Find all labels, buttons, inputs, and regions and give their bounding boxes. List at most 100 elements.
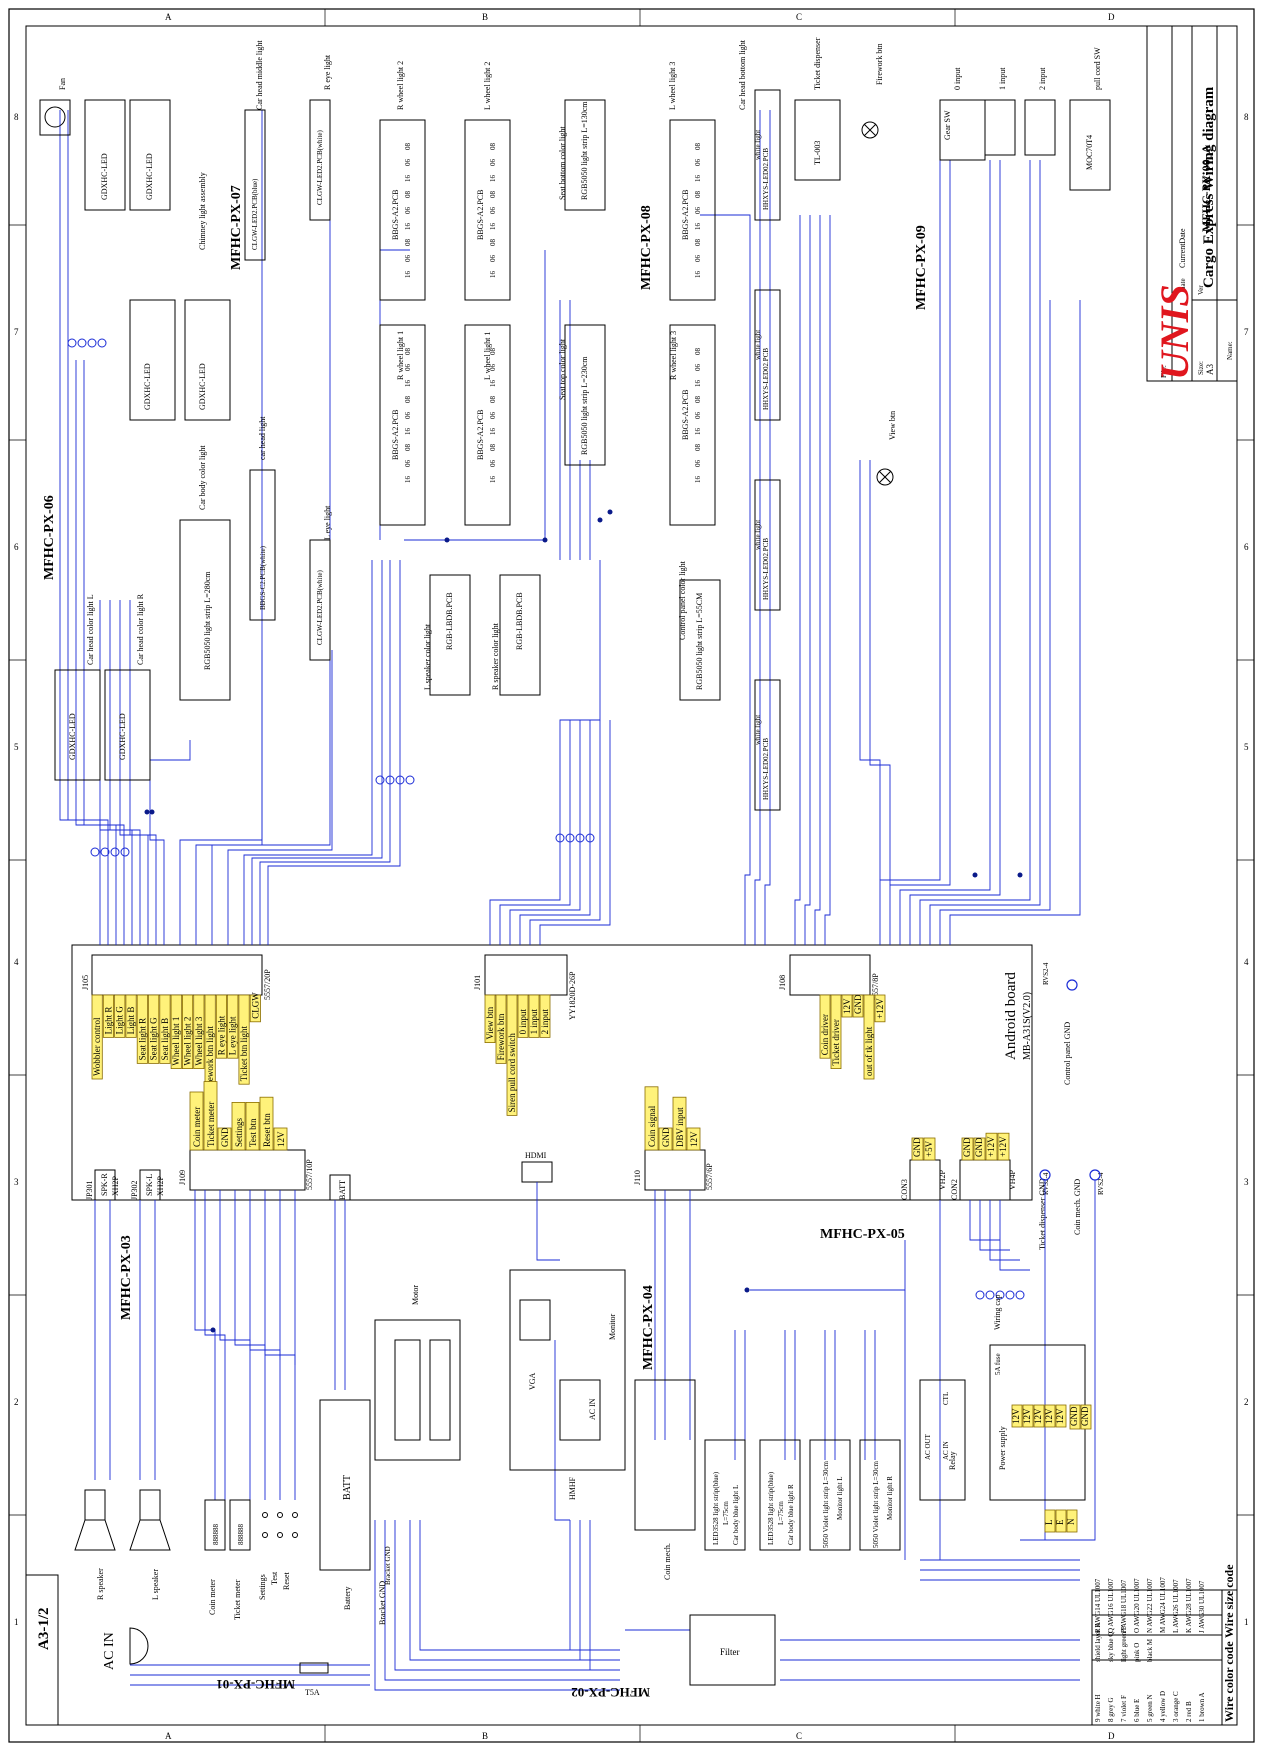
wheel-code-2-1: 06 (404, 364, 412, 372)
hhxys-3: HHXYS-LED02.PCB (762, 538, 770, 600)
r-wheel-2-pcb: BBGS-A2.PCB (391, 190, 400, 240)
svg-text:L eye light: L eye light (228, 1016, 238, 1055)
wire-legend: Wire color code Wire size code 9 white H… (1091, 1564, 1238, 1726)
control-panel-strip: RGB5050 light strip L=55CM (695, 593, 704, 690)
white-light-4: white light (754, 715, 762, 745)
wheel-code-1-0: 08 (489, 143, 497, 151)
legend-size-8: J AWG30 UL1007 (1198, 1580, 1206, 1633)
wheel-code-0-8: 16 (404, 271, 412, 279)
legend-color2-2: light green P (1120, 1626, 1128, 1662)
con-pin-tag-962-2: +12V (985, 1132, 998, 1161)
grid-row-2: 2 (14, 1397, 19, 1407)
wheel-code-4-5: 16 (694, 223, 702, 231)
l-speaker-pcb: RGB-LBDB.PCB (445, 592, 454, 650)
test-label: Test (270, 1571, 279, 1585)
svg-text:Light B: Light B (126, 1007, 136, 1035)
con-pin-tag-912-0: GND (911, 1137, 924, 1161)
wheel-code-3-6: 08 (489, 444, 497, 452)
fuse-icon (299, 1662, 329, 1674)
grid-row-6-right: 6 (1244, 542, 1249, 552)
grid-row-3-right: 3 (1244, 1177, 1249, 1187)
hhxys-4: HHXYS-LED02.PCB (762, 738, 770, 800)
relay-ac-out: AC OUT (924, 1433, 932, 1460)
svg-text:L: L (1044, 1520, 1054, 1526)
head-l-gdxhc: GDXHC-LED (68, 713, 77, 760)
ground-label-2: Bracket GND (384, 1546, 392, 1585)
j109-pin-tag-5: Reset btn (259, 1096, 274, 1151)
legend-color-1: 8 grey G (1107, 1698, 1115, 1723)
bottom-components: R speaker L speaker 888888 888888 Coin m… (74, 1269, 1092, 1697)
rvs-terminal-2: RVS2-4 (1042, 1172, 1050, 1195)
j108-pin-tag-2: 12V (841, 994, 853, 1018)
diagram-title: Cargo Express Wiring diagram (1201, 86, 1217, 288)
wheel-code-5-2: 16 (694, 380, 702, 388)
wheel-code-4-2: 16 (694, 175, 702, 183)
con-pin-tag-962-1: GND (973, 1137, 986, 1161)
sheet-label: A3-1/2 (36, 1608, 52, 1651)
wheel-code-2-4: 06 (404, 412, 412, 420)
j101-pin-tag-4: 1 input (528, 994, 540, 1038)
j109-type: 5557/10P (305, 1159, 314, 1190)
svg-text:Coin driver: Coin driver (820, 1014, 830, 1055)
svg-text:N: N (1066, 1518, 1076, 1525)
r-speaker-color-label: R speaker color light (491, 622, 500, 690)
r-eye-pcb: CLGW-LED2.PCB(white) (316, 129, 324, 205)
firework-btn-icon (861, 121, 879, 139)
wheel-code-3-7: 06 (489, 460, 497, 468)
svg-text:0 input: 0 input (518, 1009, 528, 1035)
svg-text:Ticket btn light: Ticket btn light (239, 1026, 249, 1082)
monitor-r-strip: 5050 Violet light strip L=30cm (872, 1460, 880, 1548)
wheel-code-0-0: 08 (404, 143, 412, 151)
hhxys-2: HHXYS-LED02.PCB (762, 348, 770, 410)
car-head-r-label: Car head color light R (136, 593, 145, 665)
j105-pin-tag-7: Wheel light 1 (170, 994, 182, 1069)
relay-box (919, 1379, 966, 1501)
svg-text:GND: GND (962, 1137, 972, 1157)
bracket-gnd-label: Bracket GND (378, 1581, 387, 1625)
svg-text:Wobbler control: Wobbler control (92, 1017, 102, 1076)
j101-pin-tag-1: Firework btn (495, 994, 507, 1064)
coin-meter-digits: 888888 (212, 1524, 220, 1546)
grid-row-4: 4 (14, 957, 19, 967)
psu-12v-tag-0: 12V (1011, 1404, 1023, 1428)
legend-color-5: 4 yellow D (1159, 1691, 1167, 1722)
con-pin-tag-962-3: +12V (997, 1132, 1010, 1161)
wheel-code-4-0: 08 (694, 143, 702, 151)
grid-col-b: B (482, 12, 488, 22)
board-name: Android board (1003, 972, 1019, 1060)
psu-12v-tag-2: 12V (1033, 1404, 1045, 1428)
l-speaker-icon (129, 1489, 171, 1551)
wheel-code-0-1: 06 (404, 159, 412, 167)
grid-col-a-bottom: A (165, 1731, 172, 1741)
wheel-code-1-2: 16 (489, 175, 497, 183)
psu-12v-tag-1: 12V (1022, 1404, 1034, 1428)
j105-id: J105 (81, 975, 90, 990)
wire-size-title: Wire size code (1222, 1564, 1236, 1638)
seat-bottom-label: Seat bottom color light (558, 126, 567, 200)
wheel-code-2-3: 08 (404, 396, 412, 404)
wheel-code-0-3: 08 (404, 191, 412, 199)
car-head-light-label: car head light (258, 416, 267, 460)
pull-cord-model: MOC70T4 (1085, 135, 1094, 170)
main-ac-in-label: AC IN (102, 1632, 117, 1670)
grid-row-3: 3 (14, 1177, 19, 1187)
legend-size-4: N AWG22 UL1007 (1146, 1578, 1154, 1633)
legend-size-1: Q AWG16 UL1007 (1107, 1578, 1115, 1633)
grid-markers: A B C D A B C D 1 2 3 4 5 6 7 8 1 2 3 4 … (14, 12, 1249, 1741)
wheel-code-5-7: 06 (694, 460, 702, 468)
j108-type: 5557/8P (871, 973, 880, 1000)
legend-size-5: M AWG24 UL1007 (1159, 1577, 1167, 1633)
svg-text:GND: GND (1069, 1406, 1079, 1426)
harness-px01: MFHC-PX-01 (216, 1677, 295, 1692)
psu-ac-tag-2: N (1066, 1509, 1078, 1533)
j110-pin-tag-0: Coin signal (644, 1086, 659, 1151)
wire-color-title: Wire color code (1222, 1641, 1236, 1722)
svg-text:GND: GND (661, 1127, 671, 1147)
wheel-code-2-5: 16 (404, 428, 412, 436)
hhxys-1: HHXYS-LED02.PCB (762, 148, 770, 210)
j110-pin-tag-1: GND (658, 1127, 673, 1151)
l-wheel-3-pcb: BBGS-A2.PCB (681, 190, 690, 240)
wheel-code-5-4: 06 (694, 412, 702, 420)
j105-pin-tag-4: Seat light R (136, 994, 148, 1064)
